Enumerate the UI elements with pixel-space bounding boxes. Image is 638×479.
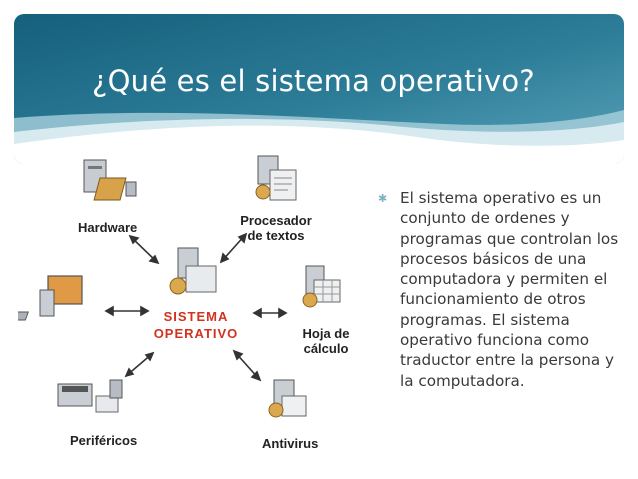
node-label-procesador-line1: Procesador [240,213,312,228]
node-label-antivirus: Antivirus [262,436,319,451]
node-label-hoja-line1: Hoja de [302,326,350,341]
title-banner: ¿Qué es el sistema operativo? [14,14,624,164]
computer-icon [18,275,83,321]
word-processor-icon [255,155,297,201]
page-title: ¿Qué es el sistema operativo? [92,64,535,98]
os-center-icon [169,247,217,295]
bullet-asterisk-icon: ✱ [378,193,388,205]
node-label-hoja-line2: cálculo [303,341,349,356]
center-label: SISTEMA OPERATIVO [150,308,242,342]
bullet-text: El sistema operativo es un conjunto de o… [400,189,619,390]
node-label-perifericos: Periféricos [70,433,138,448]
hardware-icon [83,159,137,201]
node-label-procesador: Procesador de textos [236,213,316,243]
spreadsheet-icon [302,265,341,308]
center-label-line2: OPERATIVO [153,326,239,341]
node-label-hoja: Hoja de cálculo [296,326,356,356]
diagram-arrows [104,232,288,382]
antivirus-icon [268,379,307,418]
node-label-procesador-line2: de textos [247,228,305,243]
peripherals-icon [57,379,123,413]
node-label-hardware: Hardware [78,220,138,235]
center-label-line1: SISTEMA [163,309,229,324]
banner-wave-graphic [14,14,624,164]
os-diagram [18,155,341,418]
bullet-item: ✱ El sistema operativo es un conjunto de… [378,188,628,391]
